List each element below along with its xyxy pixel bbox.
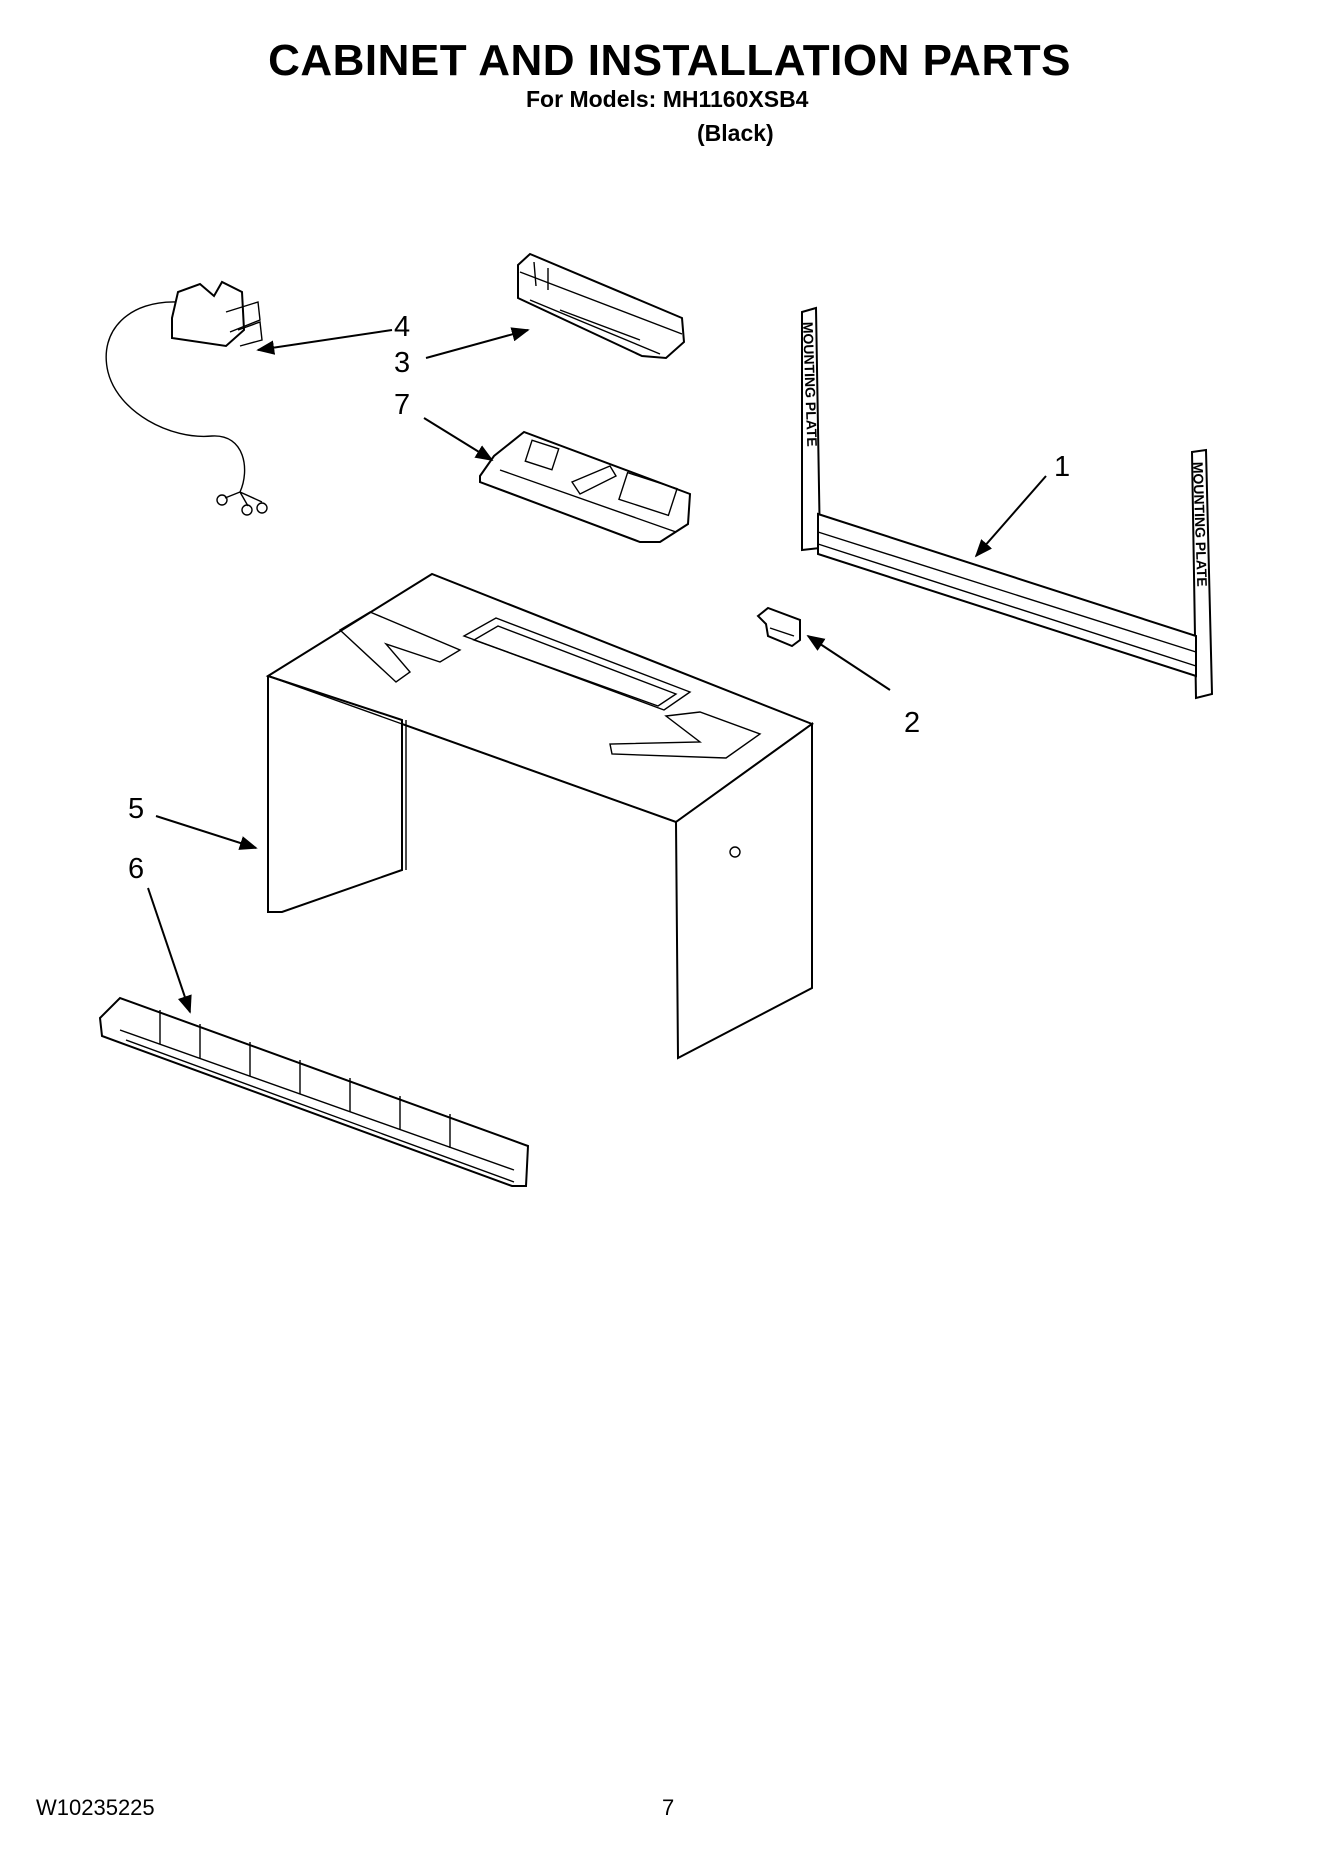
- callout-leaders: [147, 327, 1047, 1014]
- variant-label: (Black): [697, 120, 774, 146]
- bracket-plate-part: [479, 430, 692, 543]
- callout-2: 2: [904, 707, 920, 739]
- leader-4: [256, 329, 393, 355]
- page-number: 7: [662, 1795, 675, 1820]
- cabinet-wrapper-part: [265, 572, 815, 1060]
- leader-3: [425, 327, 530, 359]
- leader-1: [974, 475, 1047, 558]
- leader-6: [147, 887, 192, 1014]
- leader-5: [155, 815, 258, 850]
- callout-6: 6: [128, 853, 144, 885]
- callout-7: 7: [394, 389, 410, 421]
- power-cord-part: [105, 280, 268, 516]
- callout-5: 5: [128, 793, 144, 825]
- mounting-plate-part: MOUNTING PLATE MOUNTING PLATE: [800, 306, 1214, 700]
- callout-1: 1: [1054, 451, 1070, 483]
- clip-part: [756, 606, 801, 648]
- grille-part: [98, 996, 530, 1187]
- page-title: CABINET AND INSTALLATION PARTS: [268, 36, 1071, 85]
- leader-7: [423, 417, 494, 461]
- callout-4: 4: [394, 311, 410, 343]
- vent-damper-part: [517, 252, 686, 360]
- callout-3: 3: [394, 347, 410, 379]
- document-number: W10235225: [36, 1795, 155, 1820]
- leader-2: [806, 635, 891, 691]
- models-line: For Models: MH1160XSB4: [526, 86, 809, 112]
- plate-label-left: MOUNTING PLATE: [800, 322, 820, 447]
- plate-label-right: MOUNTING PLATE: [1190, 462, 1210, 587]
